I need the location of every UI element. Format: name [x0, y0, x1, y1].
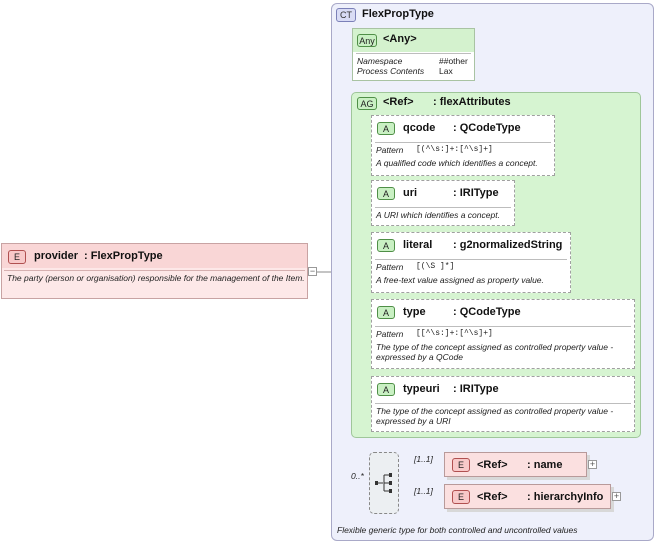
- attribute-qcode[interactable]: A qcode : QCodeType Pattern [(^\s:]+:[^\…: [371, 115, 555, 176]
- attribute-header: [372, 377, 634, 402]
- any-name: <Any>: [383, 33, 417, 45]
- attribute-type: : IRIType: [453, 383, 499, 395]
- complex-type-doc: Flexible generic type for both controlle…: [337, 525, 578, 535]
- divider: [375, 259, 567, 260]
- complex-type-name: FlexPropType: [362, 8, 434, 20]
- attribute-literal[interactable]: A literal : g2normalizedString Pattern […: [371, 232, 571, 293]
- attribute-badge: A: [377, 122, 395, 135]
- attribute-group-type: : flexAttributes: [433, 96, 511, 108]
- attribute-type: : IRIType: [453, 187, 499, 199]
- sequence-icon: [375, 473, 392, 493]
- attribute-header: [372, 300, 634, 325]
- divider: [356, 53, 471, 54]
- attribute-doc: A URI which identifies a concept.: [376, 210, 500, 220]
- attribute-badge: A: [377, 187, 395, 200]
- attribute-header: [372, 181, 514, 206]
- attribute-type: : QCodeType: [453, 306, 521, 318]
- process-contents-value: Lax: [439, 66, 453, 76]
- attribute-type: : g2normalizedString: [453, 239, 563, 251]
- attribute-header: [372, 233, 570, 258]
- complex-type-badge: CT: [336, 8, 356, 22]
- divider: [375, 403, 631, 404]
- attribute-doc: The type of the concept assigned as cont…: [376, 406, 614, 426]
- provider-doc: The party (person or organisation) respo…: [7, 273, 305, 283]
- attribute-header: [372, 116, 554, 141]
- provider-header: [2, 244, 307, 268]
- element-badge: E: [8, 250, 26, 264]
- element-badge: E: [452, 458, 470, 472]
- attribute-type-attr[interactable]: A type : QCodeType Pattern [[^\s:]+:[^\s…: [371, 299, 635, 369]
- divider: [375, 207, 511, 208]
- provider-type: : FlexPropType: [84, 250, 163, 262]
- collapse-toggle[interactable]: −: [308, 266, 317, 276]
- any-badge: Any: [357, 34, 377, 47]
- attribute-badge: A: [377, 306, 395, 319]
- attribute-uri[interactable]: A uri : IRIType A URI which identifies a…: [371, 180, 515, 226]
- expand-toggle[interactable]: +: [588, 459, 597, 469]
- ref-name: <Ref>: [477, 459, 508, 471]
- sequence-compositor[interactable]: [369, 452, 399, 514]
- child-multiplicity: [1..1]: [414, 486, 433, 496]
- ref-name: <Ref>: [477, 491, 508, 503]
- provider-element[interactable]: E provider : FlexPropType The party (per…: [1, 243, 308, 299]
- attribute-group-name: <Ref>: [383, 96, 414, 108]
- attribute-doc: A free-text value assigned as property v…: [376, 275, 544, 285]
- divider: [375, 326, 631, 327]
- attribute-typeuri[interactable]: A typeuri : IRIType The type of the conc…: [371, 376, 635, 432]
- any-header: [353, 29, 474, 52]
- namespace-label: Namespace: [357, 56, 403, 66]
- pattern-value: [[^\s:]+:[^\s]+]: [416, 329, 493, 338]
- divider: [375, 142, 551, 143]
- attribute-name: qcode: [403, 122, 436, 134]
- attribute-doc: The type of the concept assigned as cont…: [376, 342, 614, 362]
- element-badge: E: [452, 490, 470, 504]
- ref-element-hierarchyinfo[interactable]: E <Ref> : hierarchyInfo: [444, 484, 611, 509]
- provider-name: provider: [34, 250, 79, 262]
- pattern-label: Pattern: [376, 262, 404, 272]
- namespace-value: ##other: [439, 56, 468, 66]
- attribute-badge: A: [377, 239, 395, 252]
- attribute-group-badge: AG: [357, 97, 377, 110]
- attribute-badge: A: [377, 383, 395, 396]
- pattern-label: Pattern: [376, 329, 404, 339]
- ref-type: : hierarchyInfo: [527, 491, 604, 503]
- any-wildcard[interactable]: Any <Any> Namespace ##other Process Cont…: [352, 28, 475, 81]
- attribute-name: uri: [403, 187, 418, 199]
- pattern-label: Pattern: [376, 145, 404, 155]
- pattern-value: [(^\s:]+:[^\s]+]: [416, 145, 493, 154]
- attribute-name: type: [403, 306, 426, 318]
- ref-type: : name: [527, 459, 563, 471]
- process-contents-label: Process Contents: [357, 66, 425, 76]
- expand-toggle[interactable]: +: [612, 491, 621, 501]
- attribute-name: literal: [403, 239, 433, 251]
- divider: [4, 270, 305, 271]
- ref-element-name[interactable]: E <Ref> : name: [444, 452, 587, 477]
- attribute-name: typeuri: [403, 383, 440, 395]
- child-multiplicity: [1..1]: [414, 454, 433, 464]
- pattern-value: [(\S ]*]: [416, 262, 455, 271]
- attribute-doc: A qualified code which identifies a conc…: [376, 158, 538, 168]
- attribute-type: : QCodeType: [453, 122, 521, 134]
- sequence-multiplicity: 0..*: [351, 471, 364, 481]
